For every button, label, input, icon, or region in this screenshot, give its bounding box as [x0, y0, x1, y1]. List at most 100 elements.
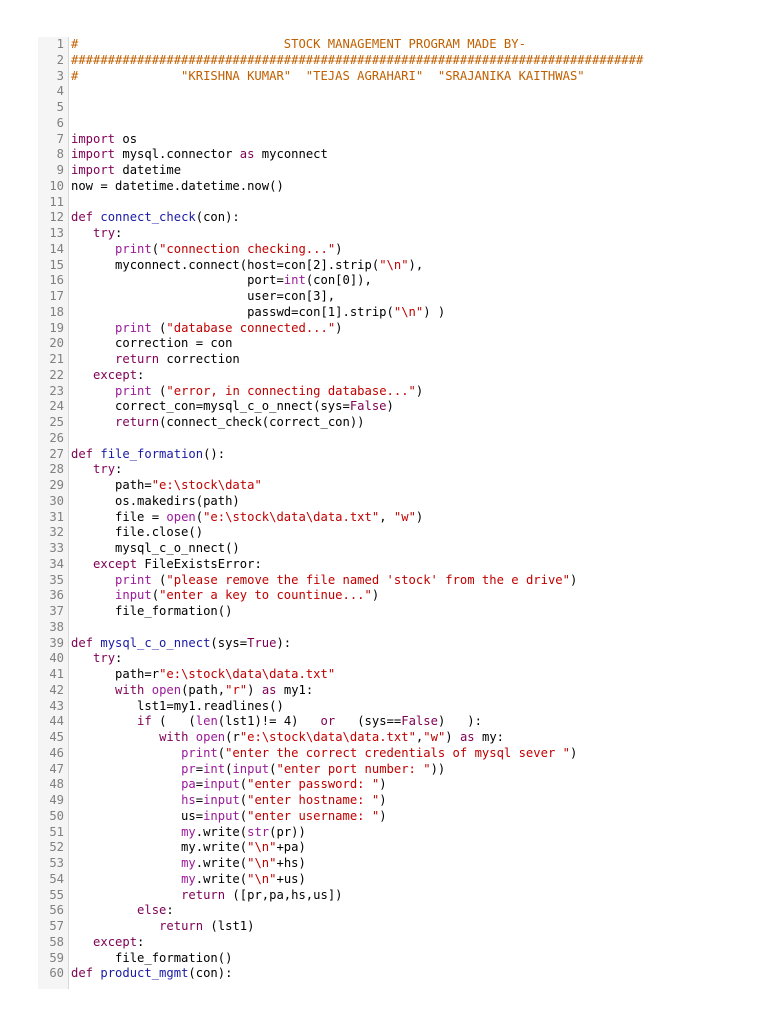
code-token: : [115, 226, 123, 240]
code-token: ) [335, 241, 343, 256]
code-token: print [115, 241, 152, 256]
line-number: 45 [49, 730, 64, 744]
code-text: my.write(str(pr)) [64, 825, 714, 841]
code-token: input [203, 808, 240, 823]
code-token: ( [239, 793, 248, 807]
code-line: 25 return(connect_check(correct_con)) [38, 415, 714, 431]
code-line: 4 [38, 84, 714, 100]
line-number: 4 [56, 84, 64, 99]
code-token: ) [445, 730, 460, 744]
code-text: my.write("\n"+pa) [64, 840, 714, 856]
code-lines: 1# STOCK MANAGEMENT PROGRAM MADE BY-2###… [38, 37, 714, 982]
code-text: if ( (len(lst1)!= 4) or (sys==False) ): [64, 714, 714, 730]
code-line: 23 print ("error, in connecting database… [38, 384, 714, 400]
line-number: 18 [49, 304, 64, 319]
code-text: file.close() [64, 525, 714, 541]
code-token: pr [181, 761, 196, 776]
line-number: 57 [49, 919, 64, 933]
code-line: 51 my.write(str(pr)) [38, 825, 714, 841]
line-number: 33 [49, 541, 64, 555]
code-token: str [247, 824, 270, 839]
code-token: ): [276, 635, 292, 650]
code-token: "enter hostname: " [247, 793, 380, 807]
code-token [71, 714, 137, 728]
code-line: 32 file.close() [38, 525, 714, 541]
code-text: # "KRISHNA KUMAR" "TEJAS AGRAHARI" "SRAJ… [64, 69, 714, 85]
code-token: import [71, 147, 116, 162]
code-token: passwd=con[1].strip( [71, 304, 394, 319]
code-token: : [115, 462, 123, 477]
code-token: import [71, 131, 116, 146]
code-token: ########################################… [71, 52, 644, 67]
code-line: 26 [38, 431, 714, 447]
code-line: 13 try: [38, 226, 714, 242]
code-text: my.write("\n"+hs) [64, 856, 714, 872]
code-token: with [159, 730, 189, 744]
code-token: len [195, 714, 218, 729]
code-token: .write( [195, 856, 248, 870]
code-token: True [247, 635, 277, 650]
code-token: file = [71, 509, 167, 524]
line-number: 20 [49, 336, 64, 351]
code-token: ( [195, 509, 204, 524]
code-token: except [93, 934, 138, 949]
code-line: 28 try: [38, 462, 714, 478]
code-line: 53 my.write("\n"+hs) [38, 856, 714, 872]
code-token: user=con[3], [71, 289, 336, 303]
code-line: 6 [38, 116, 714, 132]
code-token: , [415, 730, 424, 744]
code-line: 43 lst1=my1.readlines() [38, 699, 714, 715]
line-number: 2 [56, 52, 64, 67]
code-token: , [379, 509, 394, 524]
code-token: "database connected..." [166, 320, 336, 335]
code-token: # "KRISHNA KUMAR" "TEJAS AGRAHARI" "SRAJ… [71, 68, 585, 83]
line-number: 40 [49, 651, 64, 666]
code-token: "enter username: " [247, 808, 380, 823]
code-line: 44 if ( (len(lst1)!= 4) or (sys==False) … [38, 714, 714, 730]
code-line: 14 print("connection checking...") [38, 242, 714, 258]
code-text: def product_mgmt(con): [64, 966, 714, 982]
code-token: : [137, 934, 145, 949]
code-line: 2 #######################################… [38, 53, 714, 69]
code-token: : [137, 367, 145, 382]
code-token: except [93, 367, 138, 382]
code-token: ( ( [151, 714, 196, 729]
code-token [71, 888, 181, 902]
code-token: )) [430, 761, 446, 776]
code-line: 18 passwd=con[1].strip("\n") ) [38, 305, 714, 321]
code-token: file_formation() [71, 604, 233, 618]
code-token: hs [181, 793, 196, 807]
code-token: (lst1) [203, 919, 255, 933]
code-text: path=r"e:\stock\data\data.txt" [64, 667, 714, 683]
line-number: 10 [49, 178, 64, 193]
code-text: print ("please remove the file named 'st… [64, 573, 714, 589]
line-number: 16 [49, 273, 64, 288]
code-token [71, 793, 181, 807]
line-number: 14 [49, 241, 64, 256]
code-token [71, 919, 159, 933]
line-number: 44 [49, 714, 64, 729]
code-line: 59 file_formation() [38, 951, 714, 967]
code-token: input [232, 761, 270, 776]
line-number: 42 [49, 682, 64, 697]
line-number: 17 [49, 289, 64, 303]
code-token: my [181, 824, 196, 839]
code-token: correction = con [71, 336, 233, 351]
code-token: ( [239, 808, 248, 823]
code-line: 17 user=con[3], [38, 289, 714, 305]
code-token: "\n" [247, 856, 277, 870]
code-token: (sys== [335, 714, 402, 729]
code-token: my: [474, 730, 505, 744]
line-number: 11 [49, 194, 64, 209]
code-line: 33 mysql_c_o_nnect() [38, 541, 714, 557]
code-token: correction [159, 352, 240, 366]
code-text: return ([pr,pa,hs,us]) [64, 888, 714, 904]
code-line: 35 print ("please remove the file named … [38, 573, 714, 589]
code-token: os [115, 131, 138, 146]
line-number: 52 [49, 840, 64, 855]
code-text: with open(path,"r") as my1: [64, 683, 714, 699]
